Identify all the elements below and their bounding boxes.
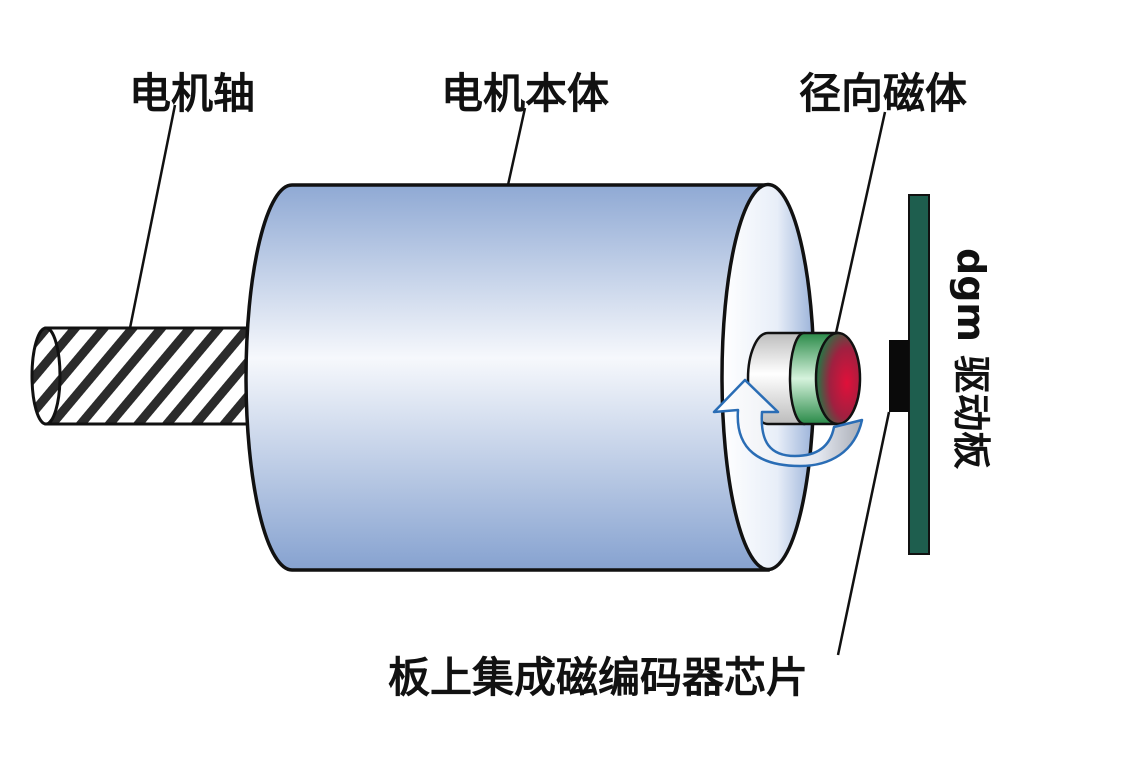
- encoder-chip: [889, 340, 909, 412]
- label-motor-shaft: 电机轴: [129, 69, 255, 118]
- label-encoder-chip: 板上集成磁编码器芯片: [388, 653, 808, 702]
- label-motor-body: 电机本体: [441, 69, 609, 118]
- leader-line-chip: [836, 411, 891, 656]
- curved-rotation-arrow-icon: [712, 378, 864, 468]
- motor-body: [244, 182, 816, 572]
- motor-shaft: [30, 326, 253, 426]
- label-drive-board: dgm 驱动板: [949, 248, 993, 469]
- magnet-face: [814, 331, 862, 426]
- label-radial-magnet: 径向磁体: [799, 69, 967, 118]
- leader-line-shaft: [128, 104, 177, 329]
- leader-line-body: [506, 107, 527, 186]
- drive-board: [908, 194, 930, 555]
- leader-line-magnet: [834, 111, 887, 334]
